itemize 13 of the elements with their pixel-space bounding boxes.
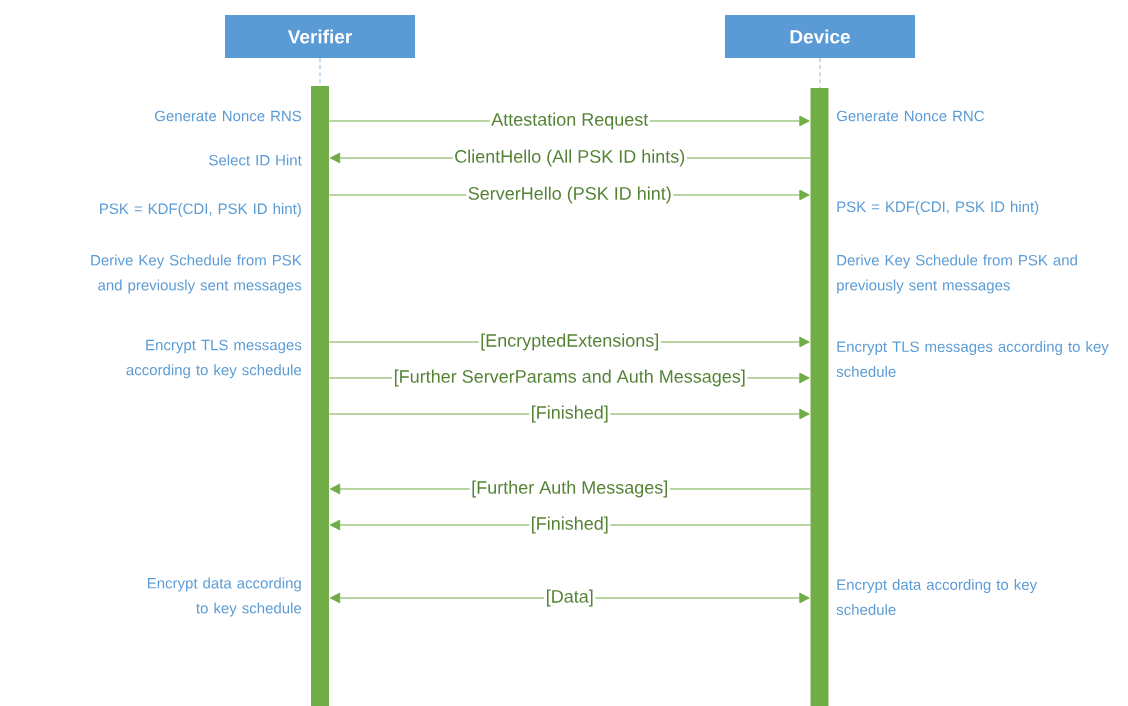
message-label: [EncryptedExtensions] (478, 332, 661, 352)
lifeline-header-box: Device (725, 15, 915, 58)
message-label: [Data] (544, 588, 596, 608)
message-label: [Further Auth Messages] (469, 479, 670, 499)
message-label: [Finished] (529, 404, 611, 424)
lifeline-header-box: Verifier (225, 15, 415, 58)
message-label: ClientHello (All PSK ID hints) (452, 148, 687, 168)
message-label: [Further ServerParams and Auth Messages] (392, 368, 748, 388)
message-label: [Finished] (529, 515, 611, 535)
lifeline (819, 57, 821, 89)
message-arrow (329, 592, 810, 604)
message-label: ServerHello (PSK ID hint) (466, 185, 674, 205)
message-label: Attestation Request (489, 111, 650, 131)
